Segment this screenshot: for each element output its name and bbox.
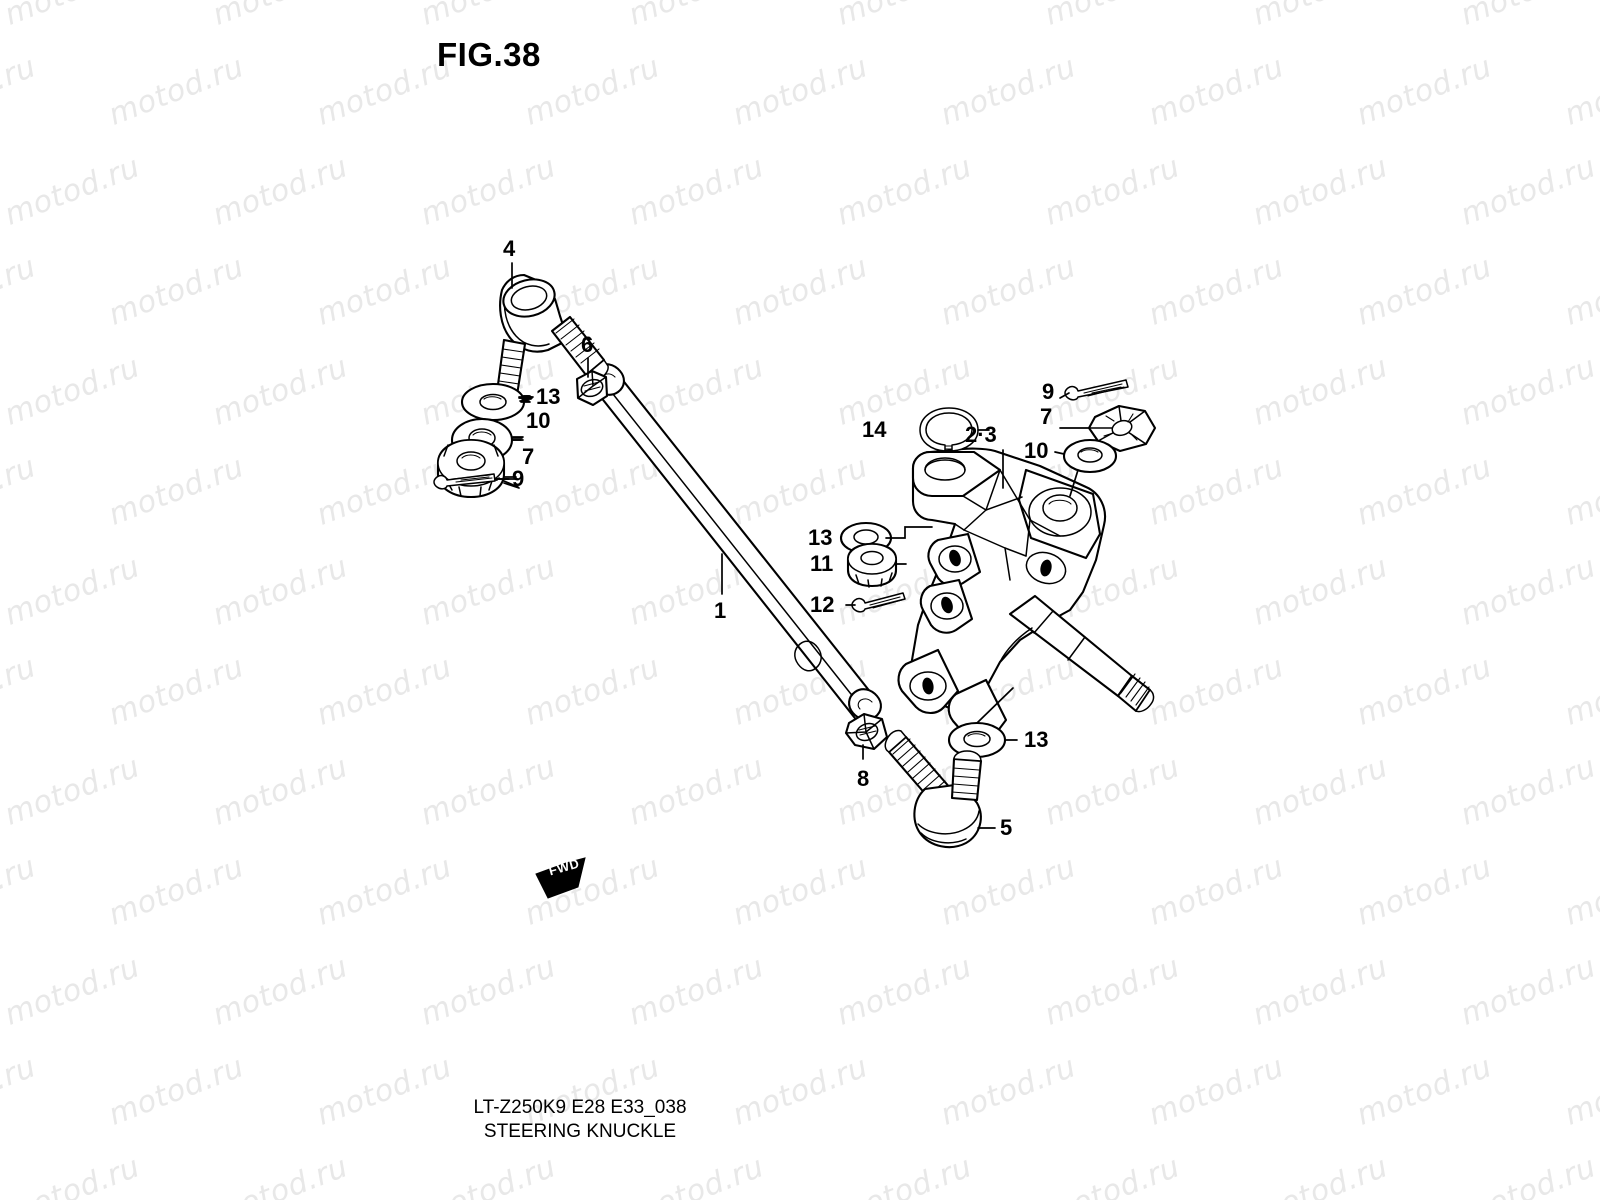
fwd-label: FWD bbox=[547, 855, 582, 879]
part-leaders bbox=[494, 392, 1090, 829]
footer-assembly-name: STEERING KNUCKLE bbox=[483, 1121, 677, 1143]
callout-13-left: 13 bbox=[536, 384, 561, 409]
callout-9-right: 9 bbox=[1042, 379, 1055, 404]
part-nut-8 bbox=[844, 712, 889, 751]
callout-9-left: 9 bbox=[512, 466, 525, 491]
page-title: FIG.38 bbox=[437, 36, 541, 73]
callout-2-3: 2·3 bbox=[965, 422, 997, 447]
callout-1: 1 bbox=[714, 598, 727, 623]
part-cotter-pin-9-left bbox=[433, 473, 496, 490]
part-cotter-pin-9-right bbox=[1064, 379, 1129, 401]
callout-13-knuckle: 13 bbox=[808, 525, 833, 550]
fwd-arrow-marker bbox=[535, 857, 586, 899]
callout-8: 8 bbox=[857, 766, 870, 791]
callout-13-lower: 13 bbox=[1024, 727, 1049, 752]
callout-10-right: 10 bbox=[1024, 438, 1049, 463]
callout-10-left: 10 bbox=[526, 408, 551, 433]
part-washer-10-right bbox=[1062, 438, 1118, 474]
callout-7-right: 7 bbox=[1040, 404, 1053, 429]
part-steering-knuckle bbox=[897, 447, 1155, 744]
callout-11: 11 bbox=[810, 551, 834, 576]
callout-5: 5 bbox=[1000, 815, 1013, 840]
callout-12: 12 bbox=[810, 592, 835, 617]
callout-7-left: 7 bbox=[522, 444, 535, 469]
footer-model-code: LT-Z250K9 E28 E33_038 bbox=[473, 1097, 687, 1118]
part-nut-6 bbox=[575, 369, 609, 407]
callout-14: 14 bbox=[862, 417, 887, 442]
callout-4: 4 bbox=[503, 236, 516, 261]
part-castle-nut-11 bbox=[846, 542, 898, 588]
footer: LT-Z250K9 E28 E33_038 STEERING KNUCKLE bbox=[0, 1096, 1160, 1145]
part-tie-rod-end-lower bbox=[884, 729, 983, 849]
part-circlip-14 bbox=[919, 407, 979, 452]
part-castle-nut-7-right bbox=[1087, 404, 1157, 453]
callout-6: 6 bbox=[581, 332, 594, 357]
